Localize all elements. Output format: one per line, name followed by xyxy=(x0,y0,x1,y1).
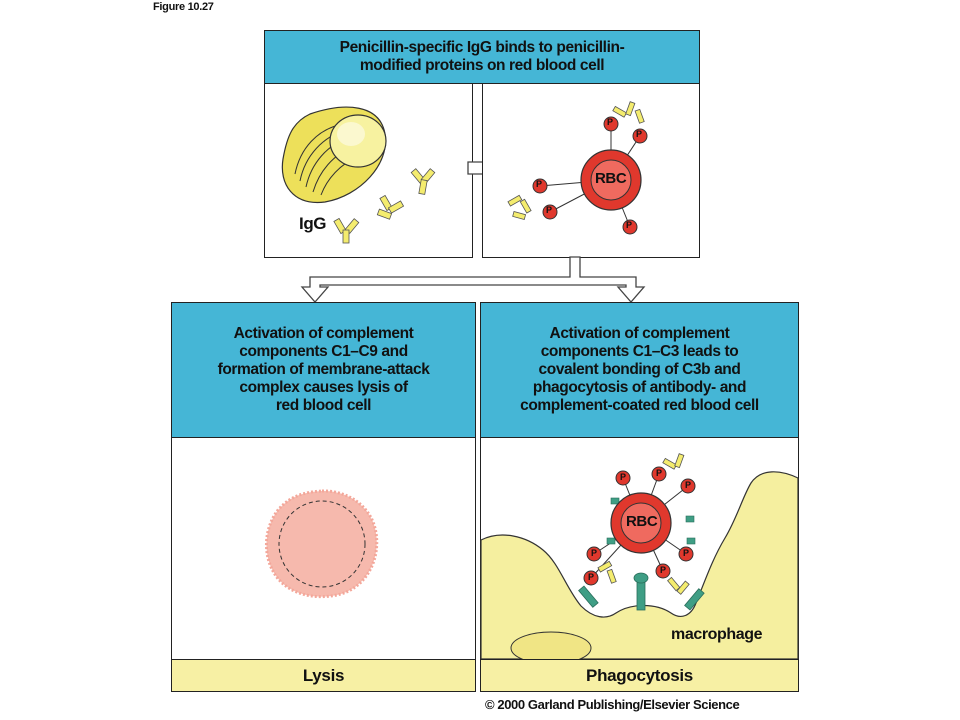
figure-label: Figure 10.27 xyxy=(153,1,214,13)
rbc-binding-illustration xyxy=(507,101,648,235)
penicillin-marker-label: P xyxy=(656,468,662,478)
plasma-cell-panel: IgG xyxy=(264,83,473,258)
igg-label: IgG xyxy=(299,214,327,233)
lysis-panel xyxy=(171,437,476,660)
penicillin-marker-label: P xyxy=(683,548,689,558)
penicillin-marker-label: P xyxy=(591,548,597,558)
phagocytosis-illustration xyxy=(480,453,799,665)
lysed-cell-illustration xyxy=(264,489,379,599)
penicillin-marker-label: P xyxy=(626,220,632,230)
igg-molecule-3 xyxy=(333,217,360,244)
penicillin-marker-label: P xyxy=(660,565,666,575)
rbc-label: RBC xyxy=(595,170,627,187)
plasma-cell-illustration xyxy=(281,106,436,244)
copyright-notice: © 2000 Garland Publishing/Elsevier Scien… xyxy=(485,697,740,712)
phagocytosis-footer: Phagocytosis xyxy=(480,659,799,692)
phagocytosis-footer-label: Phagocytosis xyxy=(586,665,693,685)
igg-molecule-2 xyxy=(376,194,405,220)
penicillin-marker-label: P xyxy=(588,572,594,582)
rbc-binding-panel: RBC P P P P P xyxy=(482,83,700,258)
penicillin-marker-label: P xyxy=(620,472,626,482)
penicillin-marker-label: P xyxy=(685,480,691,490)
phagocytosis-panel: RBC P P P P P P P macrophage xyxy=(480,437,799,665)
top-panel-header-text: Penicillin-specific IgG binds to penicil… xyxy=(339,39,625,74)
penicillin-marker-label: P xyxy=(636,129,642,139)
penicillin-marker-label: P xyxy=(607,117,613,127)
lysis-footer-label: Lysis xyxy=(302,665,345,685)
branch-arrow-icon xyxy=(300,256,646,303)
phagocytosis-panel-header: Activation of complement components C1–C… xyxy=(480,302,799,438)
penicillin-marker-label: P xyxy=(536,179,542,189)
lysis-panel-header-text: Activation of complement components C1–C… xyxy=(217,325,430,414)
macrophage-label: macrophage xyxy=(671,626,763,643)
phagocytosis-panel-header-text: Activation of complement components C1–C… xyxy=(520,325,759,414)
lysis-panel-header: Activation of complement components C1–C… xyxy=(171,302,476,438)
igg-molecule-1 xyxy=(410,168,436,195)
lysis-footer: Lysis xyxy=(171,659,476,692)
penicillin-marker-label: P xyxy=(546,205,552,215)
phago-rbc-label: RBC xyxy=(626,513,658,530)
top-panel-header: Penicillin-specific IgG binds to penicil… xyxy=(264,30,700,84)
